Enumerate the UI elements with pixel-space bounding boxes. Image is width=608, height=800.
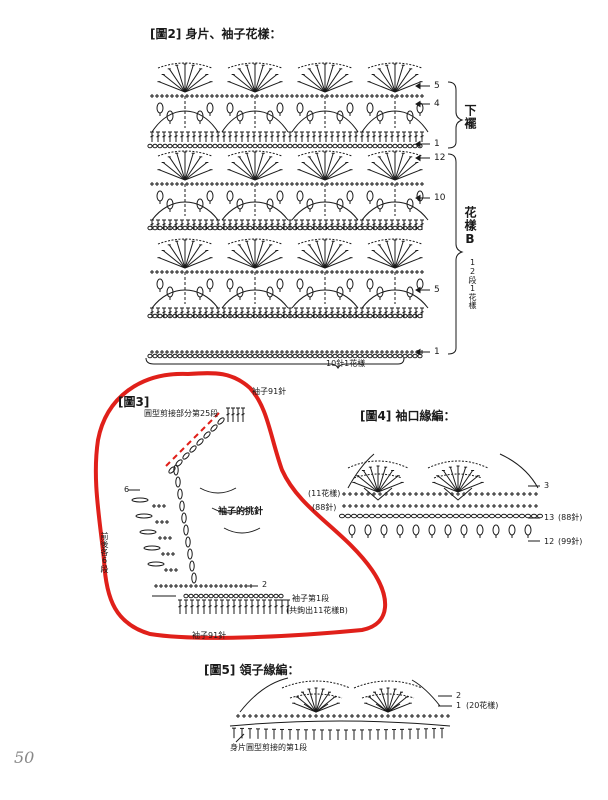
fig3-stitch-chart [128,407,290,614]
fig5-stitch-chart [229,677,452,743]
fig5-title: [圖5] 領子緣編： [204,663,300,677]
fig3-raglan-label: 圓型剪接部分第25段 [144,409,219,418]
fig2-row-label: 5 [434,285,440,295]
fig4-left-note: (11花樣) [308,489,341,498]
fig2-row-label: 12 [434,153,446,163]
fig2-hem-label: 下襬 [463,104,477,130]
fig3-row-marker: 6 [124,485,130,494]
fig3-sleeve-bottom-label: 袖子91針 [192,631,227,640]
fig5-row-label: 1 [456,701,462,710]
fig5-base-label: 身片圓型剪接的第1段 [230,743,308,752]
fig5-repeat-note: (20花樣) [466,701,499,710]
fig2-pattern-note: 12段1花樣 [468,258,477,309]
fig3-sleeve-top-label: 袖子91針 [252,387,287,396]
fig2-row-label: 5 [434,81,440,91]
fig5-row-label: 2 [456,691,462,700]
page-number: 50 [14,748,35,767]
fig3-title: [圖3] [118,395,150,409]
fig2-row-label: 1 [434,347,440,357]
fig4-row-label: 12 [544,537,555,546]
fig4-title: [圖4] 袖口緣編： [360,409,456,423]
fig2-title: [圖2] 身片、袖子花樣： [150,27,282,41]
fig4-row-count: (88針) [558,513,583,522]
fig4-stitch-chart [338,453,544,542]
fig2-row-arrows [415,82,430,356]
fig3-row1-sub: (共鉤出11花樣B) [286,606,348,615]
fig3-pickup-label: 袖子的挑針 [218,507,264,517]
fig4-row-count: (99針) [558,537,583,546]
fig3-side-label: 前後各6段 [100,532,109,573]
fig4-row-label: 13 [544,513,555,522]
fig2-stitch-chart [147,62,429,359]
fig2-repeat-label: 10針1花樣 [326,359,366,368]
fig2-row-label: 1 [434,139,440,149]
fig2-row-label: 10 [434,193,446,203]
fig4-row-label: 3 [544,481,550,490]
fig2-pattern-label: 花樣B [463,206,477,247]
fig3-row1-label: 袖子第1段 [292,594,330,603]
fig3-red-outline [93,371,387,640]
fig4-left-note: (88針) [312,503,337,512]
fig3-row-marker: 2 [262,580,268,589]
fig2-brackets [145,81,464,370]
fig2-row-label: 4 [434,99,440,109]
